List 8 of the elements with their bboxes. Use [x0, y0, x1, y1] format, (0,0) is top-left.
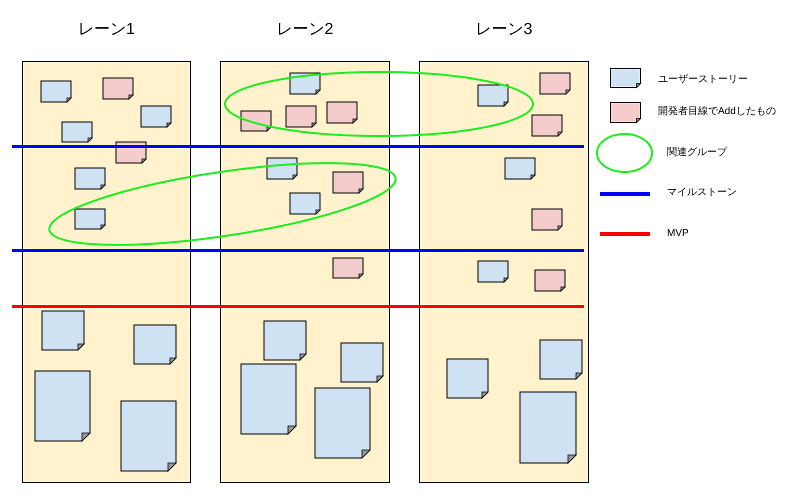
- legend-label: MVP: [667, 228, 689, 240]
- legend-label: 関連グループ: [667, 147, 727, 159]
- lane-title: レーン2: [276, 20, 334, 40]
- lane-title: レーン3: [476, 20, 532, 40]
- legend-label: ユーザーストーリー: [658, 74, 748, 86]
- lane-title: レーン1: [78, 20, 135, 40]
- legend-label: 開発者目線でAddしたもの: [658, 106, 776, 118]
- legend-label: マイルストーン: [667, 187, 737, 199]
